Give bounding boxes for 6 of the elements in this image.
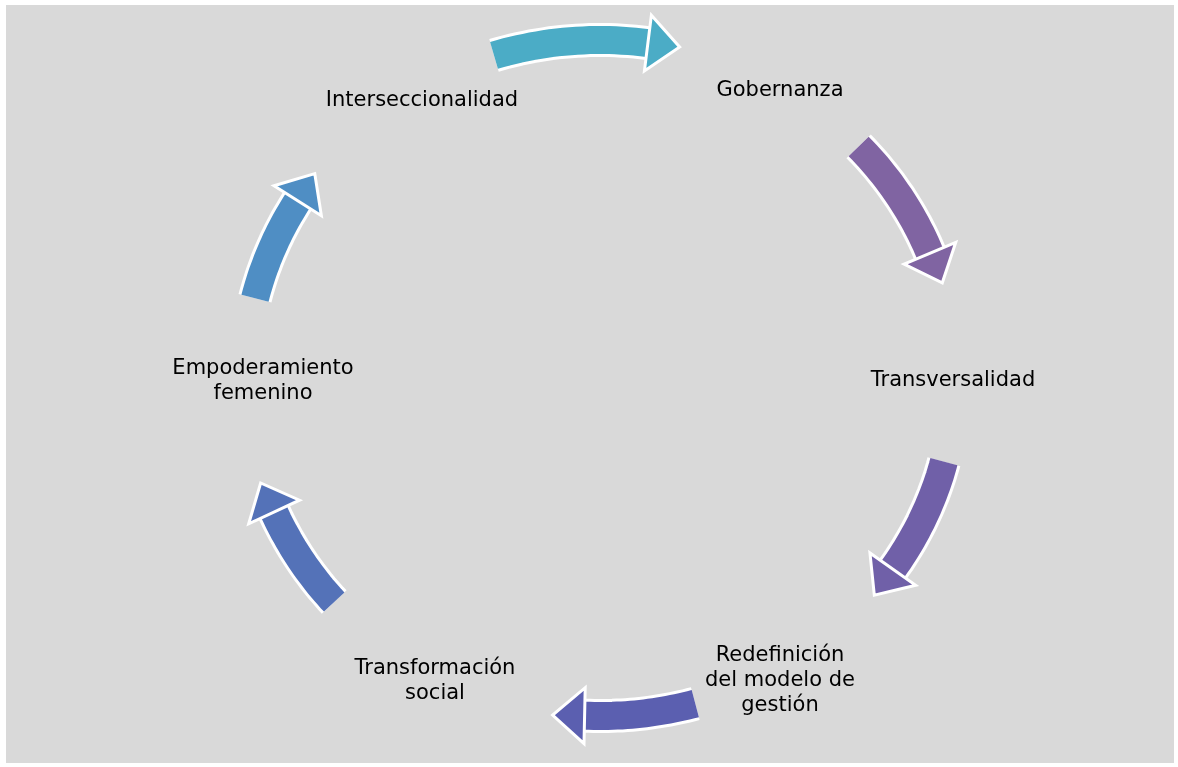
node-label: Transversalidad xyxy=(869,367,1037,393)
node-label: Interseccionalidad xyxy=(324,87,520,113)
node-label: Redefinición del modelo de gestión xyxy=(704,642,856,718)
node-label: Empoderamiento femenino xyxy=(171,354,355,406)
node-label: Transformación social xyxy=(353,654,517,706)
node-label: Gobernanza xyxy=(715,77,845,103)
